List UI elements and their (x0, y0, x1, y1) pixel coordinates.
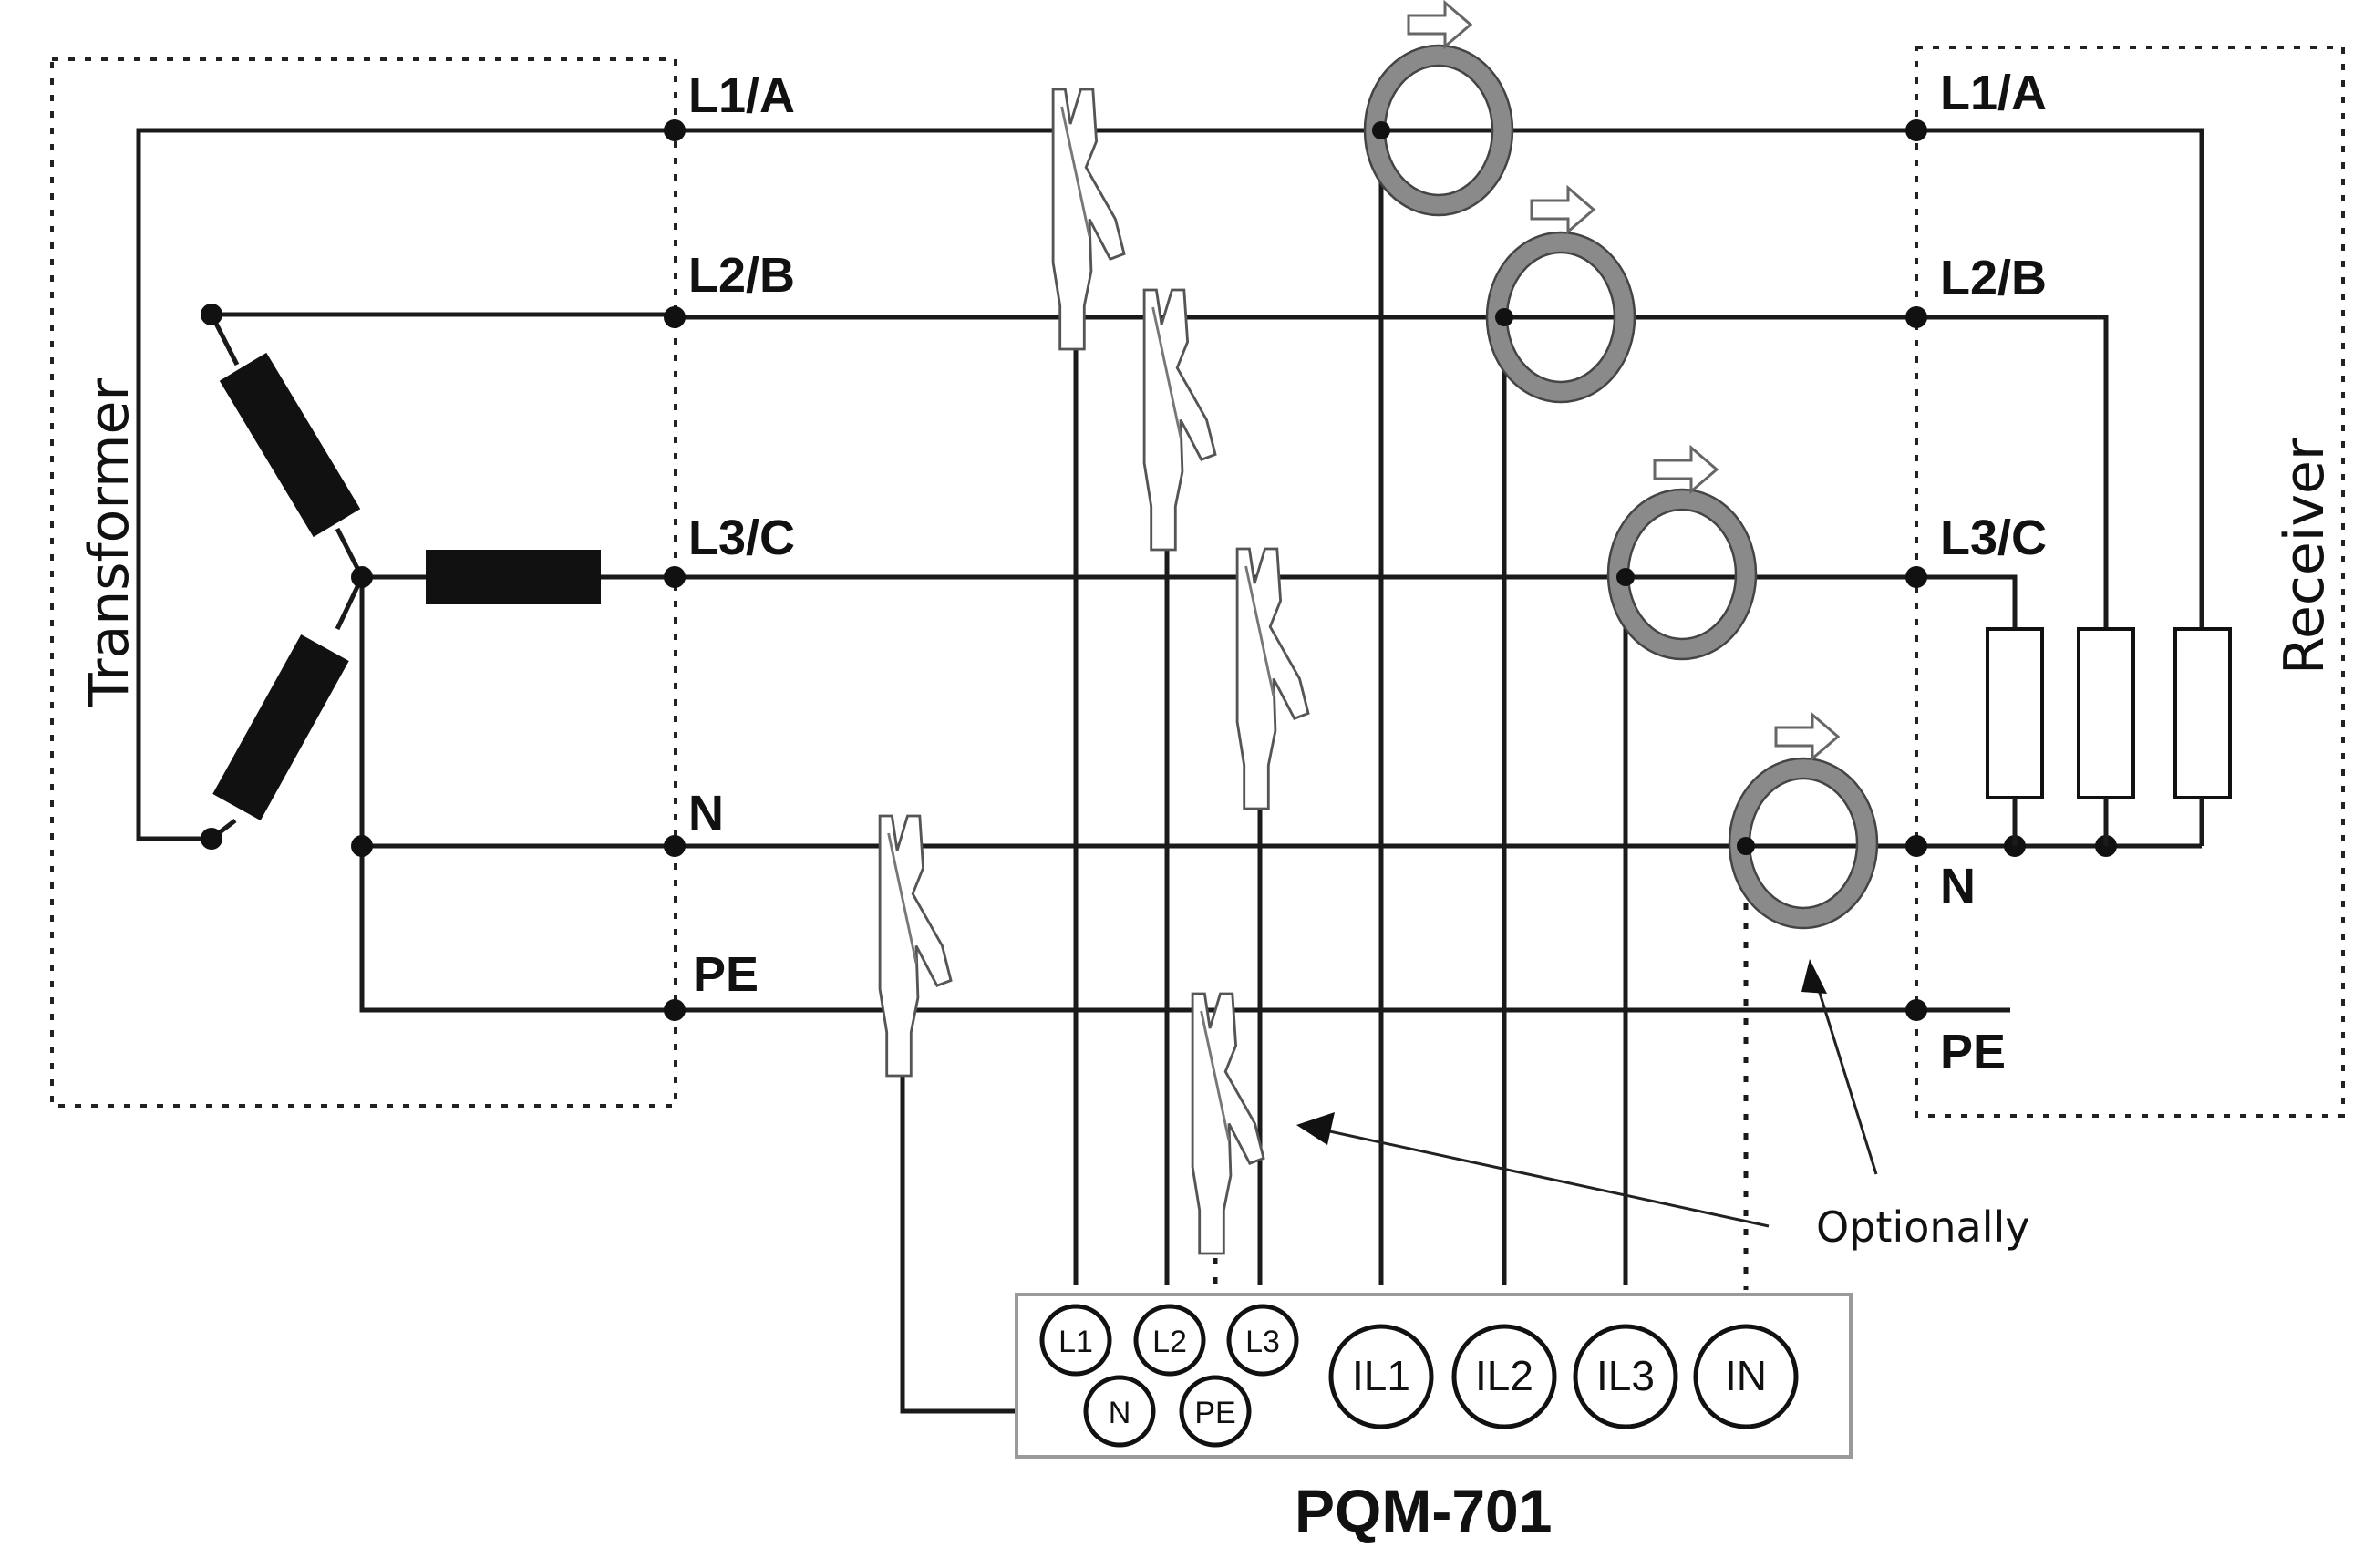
device-title: PQM-701 (1295, 1477, 1552, 1544)
terminal-n-label: N (1109, 1396, 1131, 1430)
left-label-l3: L3/C (688, 511, 795, 565)
terminal-l2-label: L2 (1152, 1325, 1187, 1359)
terminal-l2: L2 (1133, 1304, 1206, 1377)
clamp-l3-icon (1235, 547, 1310, 810)
clamp-l2-icon (1142, 288, 1217, 552)
left-label-l1: L1/A (688, 68, 795, 123)
current-coils (1365, 1, 1877, 928)
terminal-il3: IL3 (1573, 1324, 1678, 1429)
receiver-loads (1986, 627, 2232, 846)
bus-l2 (675, 315, 2109, 629)
terminal-l1: L1 (1039, 1304, 1112, 1377)
terminal-il1-label: IL1 (1352, 1352, 1410, 1399)
bus-l1 (675, 128, 2204, 629)
terminal-il3-label: IL3 (1596, 1352, 1655, 1399)
transformer-label: Transformer (77, 378, 141, 707)
arrow-l3-icon (1653, 446, 1719, 493)
terminal-l1-label: L1 (1058, 1325, 1093, 1359)
terminal-pe-label: PE (1194, 1396, 1235, 1430)
clamp-pe-icon (1191, 992, 1265, 1255)
left-label-n: N (688, 786, 724, 841)
arrow-l1-icon (1407, 1, 1472, 48)
terminal-n: N (1083, 1375, 1156, 1448)
receiver-box (1915, 46, 2345, 1118)
right-label-l1: L1/A (1940, 66, 2047, 120)
terminal-pe: PE (1179, 1375, 1252, 1448)
optionally-label: Optionally (1816, 1202, 2030, 1252)
arrow-n-icon (1774, 713, 1840, 760)
arrow-l2-icon (1530, 186, 1595, 233)
right-label-n: N (1940, 859, 1976, 913)
right-label-l2: L2/B (1940, 251, 2047, 305)
terminal-l3-label: L3 (1245, 1325, 1280, 1359)
voltage-clamps (878, 88, 1310, 1255)
optional-arrows (1296, 959, 1878, 1228)
terminal-in: IN (1693, 1324, 1799, 1429)
receiver-label: Receiver (2273, 438, 2337, 675)
right-label-l3: L3/C (1940, 511, 2047, 565)
left-label-pe: PE (693, 947, 759, 1002)
clamp-n-icon (878, 814, 953, 1078)
bus-l3 (675, 574, 2018, 629)
terminal-il2-label: IL2 (1475, 1352, 1533, 1399)
left-label-l2: L2/B (688, 248, 795, 303)
measurement-leads (900, 130, 1749, 1414)
terminal-il1: IL1 (1328, 1324, 1434, 1429)
terminal-il2: IL2 (1451, 1324, 1557, 1429)
terminal-l3: L3 (1226, 1304, 1299, 1377)
right-label-pe: PE (1940, 1025, 2006, 1079)
terminal-in-label: IN (1725, 1352, 1767, 1399)
transformer-box (50, 57, 677, 1108)
transformer-windings (136, 128, 675, 1013)
